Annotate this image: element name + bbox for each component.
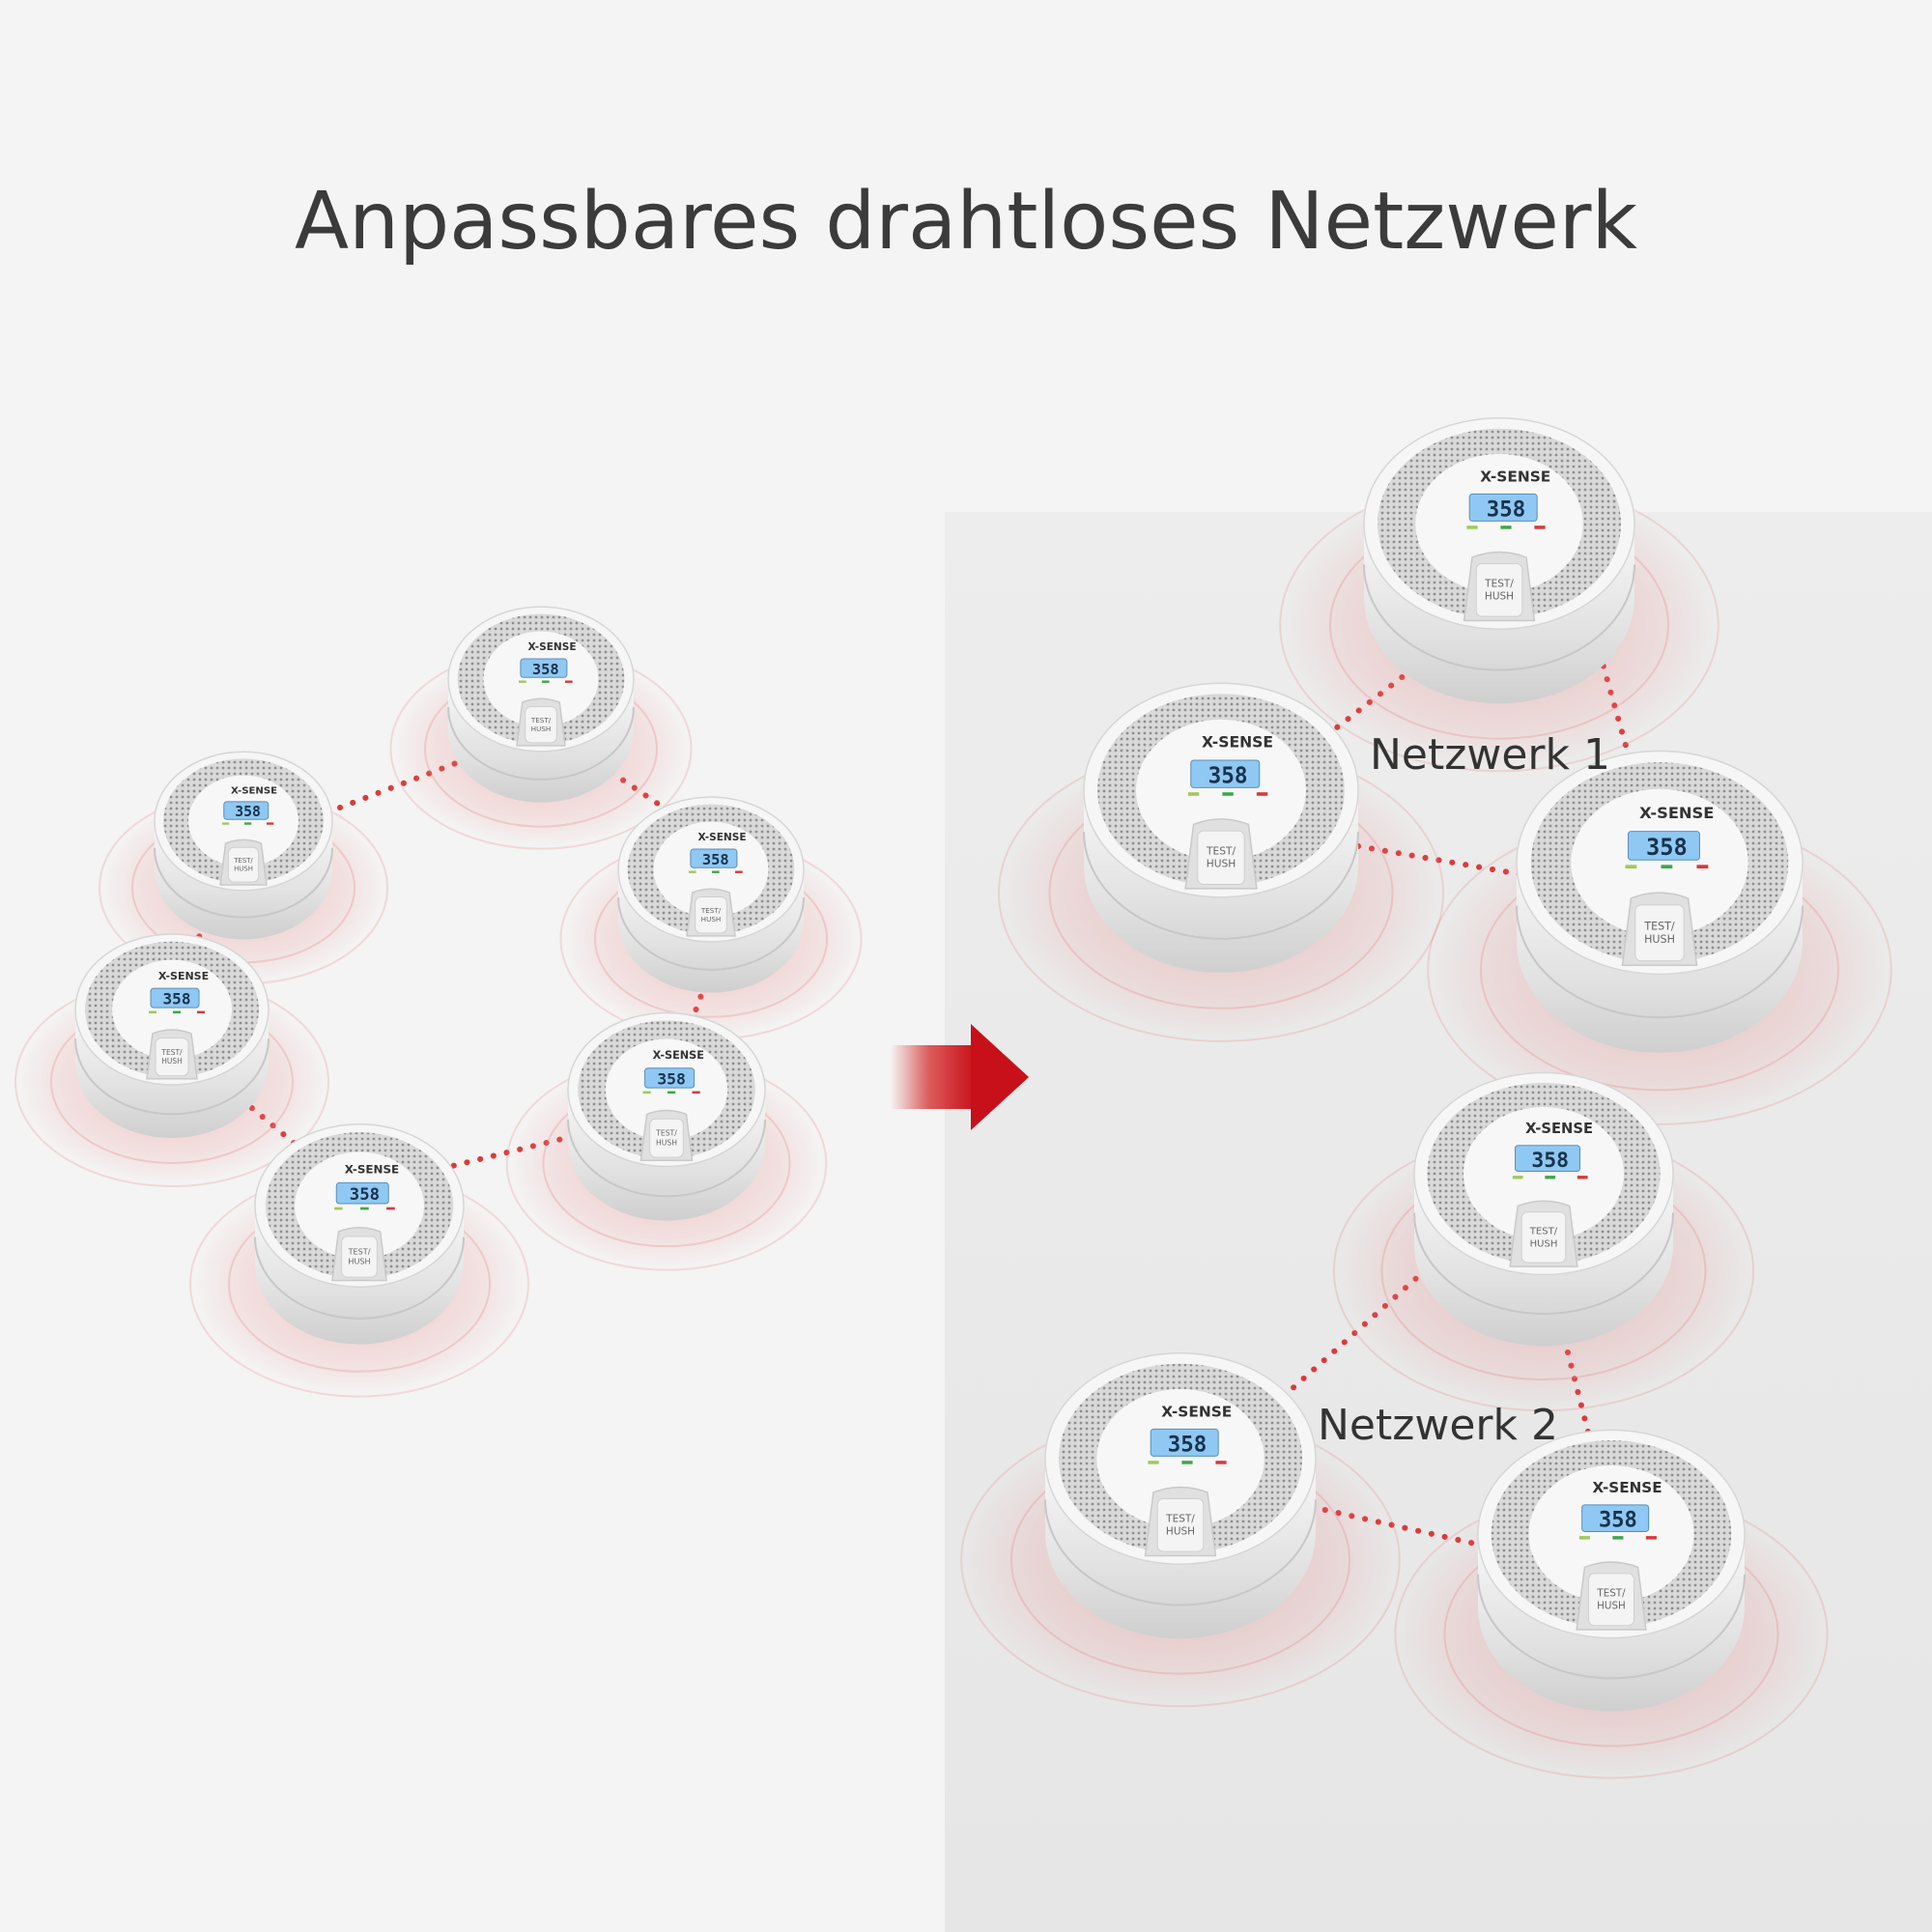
button-label: TEST/ (1165, 1514, 1195, 1525)
detector-brand: X-SENSE (697, 832, 746, 843)
detector-lcd-value: 358 (1208, 763, 1248, 788)
detector-lcd-value: 358 (1531, 1149, 1569, 1173)
button-label: TEST/ (160, 1048, 183, 1057)
detector-brand: X-SENSE (653, 1049, 704, 1062)
button-label: TEST/ (348, 1247, 371, 1257)
button-label: HUSH (656, 1138, 677, 1147)
test-hush-button (1588, 1573, 1634, 1627)
detector-lcd-value: 358 (235, 804, 261, 820)
detector-brand: X-SENSE (345, 1162, 399, 1176)
detector-lcd-value: 358 (657, 1070, 685, 1089)
test-hush-button (227, 846, 260, 883)
detector-lcd-value: 358 (1646, 834, 1688, 861)
button-label: HUSH (1207, 858, 1236, 870)
button-label: TEST/ (1206, 844, 1236, 857)
detector-lcd-value: 358 (1168, 1433, 1207, 1458)
button-label: HUSH (1644, 933, 1675, 946)
detector-brand: X-SENSE (1639, 804, 1714, 822)
arrow-right-icon (891, 1024, 1029, 1130)
test-hush-button (1197, 830, 1245, 885)
detector-lcd-value: 358 (163, 990, 191, 1009)
test-hush-button (1634, 904, 1685, 962)
test-hush-button (155, 1037, 189, 1077)
button-label: TEST/ (1484, 579, 1514, 590)
detector-brand: X-SENSE (1525, 1121, 1593, 1137)
button-label: TEST/ (530, 716, 552, 724)
detector-brand: X-SENSE (1593, 1479, 1662, 1496)
detector-brand: X-SENSE (1161, 1403, 1232, 1420)
button-label: HUSH (1485, 591, 1514, 603)
detector-lcd-value: 358 (532, 661, 559, 678)
button-label: HUSH (348, 1257, 370, 1266)
detector-lcd-value: 358 (1599, 1509, 1637, 1533)
test-hush-button (695, 895, 727, 934)
test-hush-button (525, 705, 557, 744)
button-label: HUSH (234, 866, 253, 873)
detector-brand: X-SENSE (1202, 734, 1273, 752)
button-label: TEST/ (1596, 1588, 1626, 1600)
detector-brand: X-SENSE (527, 641, 576, 653)
detector-lcd-value: 358 (1487, 497, 1525, 523)
button-label: HUSH (1530, 1238, 1558, 1249)
button-label: HUSH (701, 915, 722, 923)
button-label: HUSH (161, 1057, 183, 1065)
network-label-2: Netzwerk 2 (1318, 1401, 1558, 1450)
test-hush-button (1156, 1497, 1205, 1552)
detector-lcd-value: 358 (350, 1185, 380, 1205)
button-label: TEST/ (700, 906, 722, 915)
detector-lcd-value: 358 (702, 851, 729, 868)
button-label: TEST/ (1529, 1227, 1558, 1237)
button-label: TEST/ (233, 857, 253, 865)
detector-brand: X-SENSE (231, 785, 277, 796)
detector-brand: X-SENSE (158, 970, 209, 982)
button-label: HUSH (1597, 1601, 1626, 1612)
button-label: HUSH (531, 724, 552, 733)
test-hush-button (341, 1236, 378, 1278)
detector-brand: X-SENSE (1480, 468, 1550, 485)
test-hush-button (649, 1118, 684, 1158)
network-label-1: Netzwerk 1 (1370, 730, 1610, 780)
test-hush-button (1475, 562, 1523, 617)
detectors-layer: X-SENSE358TEST/HUSHX-SENSE358TEST/HUSHX-… (14, 417, 1892, 1779)
test-hush-button (1520, 1211, 1567, 1264)
button-label: HUSH (1166, 1526, 1195, 1538)
button-label: TEST/ (655, 1129, 677, 1138)
button-label: TEST/ (1643, 920, 1675, 932)
page-title: Anpassbares drahtloses Netzwerk (295, 176, 1637, 268)
